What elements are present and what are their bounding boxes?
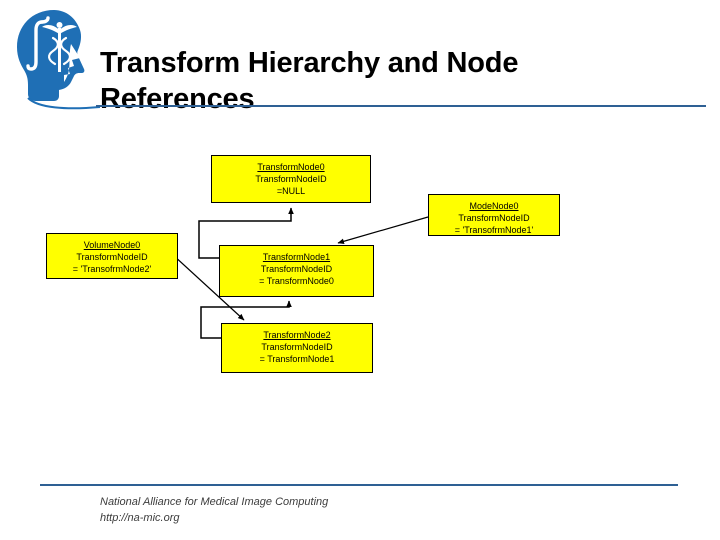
page-title-line-1: Transform Hierarchy and Node bbox=[100, 47, 519, 80]
node-transformnode1[interactable]: TransformNode1 TransformNodeID = Transfo… bbox=[219, 245, 374, 297]
na-mic-logo bbox=[8, 6, 101, 112]
node-transformnode0[interactable]: TransformNode0 TransformNodeID =NULL bbox=[211, 155, 371, 203]
node-transformnode1-title: TransformNode1 bbox=[262, 252, 331, 262]
node-transformnode2[interactable]: TransformNode2 TransformNodeID = Transfo… bbox=[221, 323, 373, 373]
page-title: Transform Hierarchy and Node References bbox=[100, 45, 660, 117]
logo-integral-icon bbox=[26, 20, 44, 71]
node-volumenode0-line3: = 'TransofrmNode2' bbox=[72, 264, 152, 274]
footer-organization: National Alliance for Medical Image Comp… bbox=[100, 496, 329, 508]
connector-transformnode1-to-transformnode0 bbox=[198, 207, 294, 259]
node-volumenode0-title: VolumeNode0 bbox=[83, 240, 141, 250]
node-transformnode0-line3: =NULL bbox=[276, 186, 306, 196]
logo-caduceus-snake-right bbox=[60, 36, 71, 66]
footer-url[interactable]: http://na-mic.org bbox=[100, 512, 180, 524]
node-transformnode1-line2: TransformNodeID bbox=[260, 264, 333, 274]
logo-neck-swoosh bbox=[27, 97, 101, 110]
title-divider bbox=[96, 105, 706, 107]
node-volumenode0[interactable]: VolumeNode0 TransformNodeID = 'Transofrm… bbox=[46, 233, 178, 279]
node-transformnode0-title: TransformNode0 bbox=[257, 162, 325, 172]
logo-caduceus-snake-left bbox=[48, 36, 59, 66]
node-transformnode1-line3: = TransformNode0 bbox=[259, 276, 334, 286]
connector-transformnode2-to-transformnode1 bbox=[200, 300, 292, 339]
node-transformnode0-line2: TransformNodeID bbox=[255, 174, 327, 184]
node-modenode0-line2: TransformNodeID bbox=[458, 213, 530, 223]
logo-caduceus-staff bbox=[58, 28, 61, 72]
node-modenode0-title: ModeNode0 bbox=[469, 201, 519, 211]
connector-volumenode0-to-transformnode2 bbox=[171, 253, 245, 321]
logo-profile-notch bbox=[64, 44, 80, 82]
node-modenode0[interactable]: ModeNode0 TransformNodeID = 'TransofrmNo… bbox=[428, 194, 560, 236]
node-modenode0-line3: = 'TransofrmNode1' bbox=[454, 225, 534, 235]
page-title-line-2: References bbox=[100, 83, 255, 116]
footer-divider bbox=[40, 484, 678, 486]
logo-integral-top bbox=[40, 16, 50, 24]
connector-modenode0-to-transformnode1 bbox=[337, 216, 429, 245]
node-transformnode2-line2: TransformNodeID bbox=[261, 342, 333, 352]
node-transformnode2-line3: = TransformNode1 bbox=[259, 354, 335, 364]
node-volumenode0-line2: TransformNodeID bbox=[76, 252, 148, 262]
logo-head-shape bbox=[17, 10, 85, 101]
node-transformnode2-title: TransformNode2 bbox=[263, 330, 331, 340]
logo-caduceus-wings bbox=[42, 25, 77, 34]
logo-caduceus-knob bbox=[56, 22, 63, 28]
footer: National Alliance for Medical Image Comp… bbox=[100, 494, 328, 526]
